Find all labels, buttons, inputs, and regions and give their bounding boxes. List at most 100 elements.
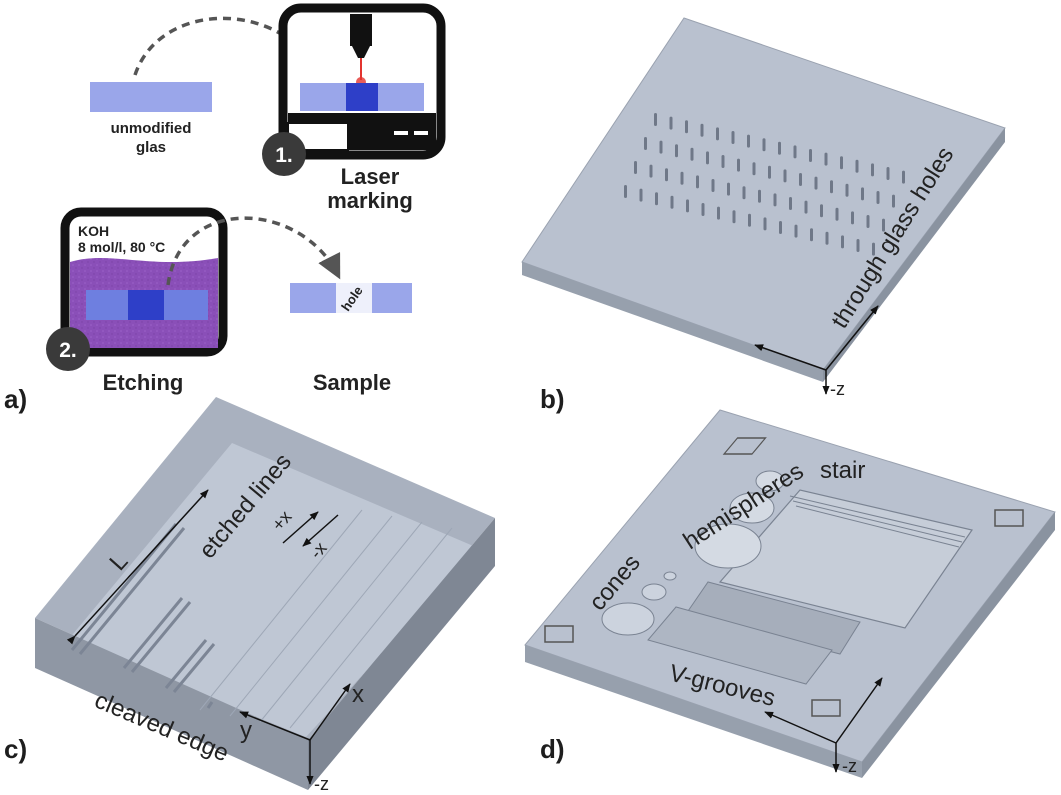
- through-hole: [654, 113, 657, 126]
- slab-c-left-face: [35, 618, 308, 790]
- slab-b-left-face: [522, 262, 823, 382]
- axis-b-z-label: -z: [830, 379, 845, 399]
- through-hole: [670, 195, 674, 209]
- through-hole: [659, 140, 663, 154]
- through-hole: [747, 134, 750, 148]
- corner-pad-3: [544, 625, 574, 643]
- axis-c-z-label: -z: [314, 774, 329, 794]
- length-arrow: [66, 489, 209, 645]
- through-hole: [835, 207, 839, 221]
- panel-d: stair hemispheres cones V-grooves -z d): [524, 409, 1056, 778]
- axis-d-x: [764, 711, 837, 744]
- step1-number: 1.: [275, 144, 293, 167]
- through-hole: [649, 164, 653, 178]
- corner-pad-4: [811, 699, 841, 717]
- through-hole: [825, 231, 829, 245]
- through-hole: [706, 151, 709, 165]
- hemisphere-large: [694, 523, 762, 569]
- through-hole: [814, 176, 818, 190]
- through-hole: [716, 127, 719, 141]
- hole-array: [624, 113, 905, 256]
- through-hole: [845, 183, 849, 197]
- corner-pad-2: [994, 509, 1024, 527]
- through-hole: [861, 187, 864, 201]
- etching-bath-icon: [60, 207, 228, 357]
- through-hole: [902, 170, 905, 184]
- through-hole: [841, 235, 844, 249]
- panel-a: unmodified glas 1. Laser marking: [4, 3, 446, 414]
- panel-a-label: a): [4, 384, 27, 414]
- slab-d-left-face: [525, 645, 862, 778]
- through-hole: [768, 165, 771, 179]
- through-hole: [789, 197, 792, 210]
- koh-label-2: 8 mol/l, 80 °C: [78, 239, 165, 255]
- through-hole: [799, 173, 802, 186]
- v-groove-2: [647, 606, 833, 685]
- stair-steps: [789, 495, 966, 548]
- through-hole: [737, 158, 740, 172]
- hemisphere-small: [755, 470, 785, 492]
- through-hole: [711, 179, 715, 192]
- through-hole: [882, 218, 885, 232]
- through-hole: [732, 210, 736, 224]
- faint-lines: [199, 509, 453, 729]
- through-hole: [872, 242, 875, 256]
- through-hole: [731, 131, 735, 144]
- hemisphere-medium: [729, 492, 775, 524]
- sample-title: Sample: [313, 370, 391, 395]
- cone-medium: [641, 583, 667, 601]
- through-hole: [855, 159, 859, 173]
- stair-label: stair: [820, 457, 865, 484]
- step2-title: Etching: [103, 370, 184, 395]
- through-hole: [680, 171, 684, 185]
- stair-structure: [718, 489, 973, 629]
- through-hole: [727, 182, 730, 196]
- through-hole: [783, 169, 787, 183]
- through-hole: [810, 228, 813, 242]
- through-hole: [871, 163, 874, 177]
- through-hole: [675, 144, 678, 158]
- through-hole: [824, 152, 828, 166]
- through-hole: [644, 137, 647, 150]
- through-hole: [794, 224, 798, 238]
- unmodified-glass-slab: [90, 82, 212, 112]
- through-hole: [701, 203, 705, 216]
- panel-c: L etched lines +x -x x y -z cleaved edge…: [4, 397, 495, 794]
- through-hole: [840, 156, 843, 170]
- step1-title-1: Laser: [341, 164, 400, 189]
- through-hole: [886, 167, 890, 180]
- axis-c-x-label: x: [352, 681, 364, 708]
- step2-number: 2.: [59, 339, 77, 362]
- transfer-arrow-2: [166, 216, 341, 286]
- through-hole: [856, 239, 860, 252]
- axis-c-x: [309, 683, 351, 741]
- through-hole: [669, 116, 673, 130]
- through-hole: [655, 192, 658, 206]
- through-hole: [742, 186, 746, 200]
- panel-b-label: b): [540, 384, 565, 414]
- through-hole: [779, 221, 782, 234]
- axis-d-z-label: -z: [842, 756, 857, 776]
- through-hole: [763, 217, 767, 231]
- through-hole: [820, 204, 823, 218]
- step2-badge: [46, 327, 90, 371]
- through-hole: [686, 199, 689, 213]
- through-hole: [762, 138, 766, 152]
- minus-x-arrow: [302, 514, 339, 547]
- through-hole: [804, 200, 808, 214]
- slab-c-right-face: [308, 518, 495, 790]
- step1-title-2: marking: [327, 188, 413, 213]
- slab-c-etched-area: [68, 443, 478, 737]
- panel-c-label: c): [4, 734, 27, 764]
- unmodified-glass-label-2: glas: [136, 139, 166, 156]
- through-hole: [758, 189, 761, 203]
- cone-large: [601, 602, 655, 636]
- through-hole: [696, 175, 699, 189]
- koh-label-1: KOH: [78, 223, 109, 239]
- panel-d-label: d): [540, 734, 565, 764]
- axis-c-y-label: y: [240, 717, 252, 744]
- through-hole: [685, 120, 688, 134]
- through-hole: [634, 161, 637, 174]
- corner-pad-1: [722, 437, 767, 455]
